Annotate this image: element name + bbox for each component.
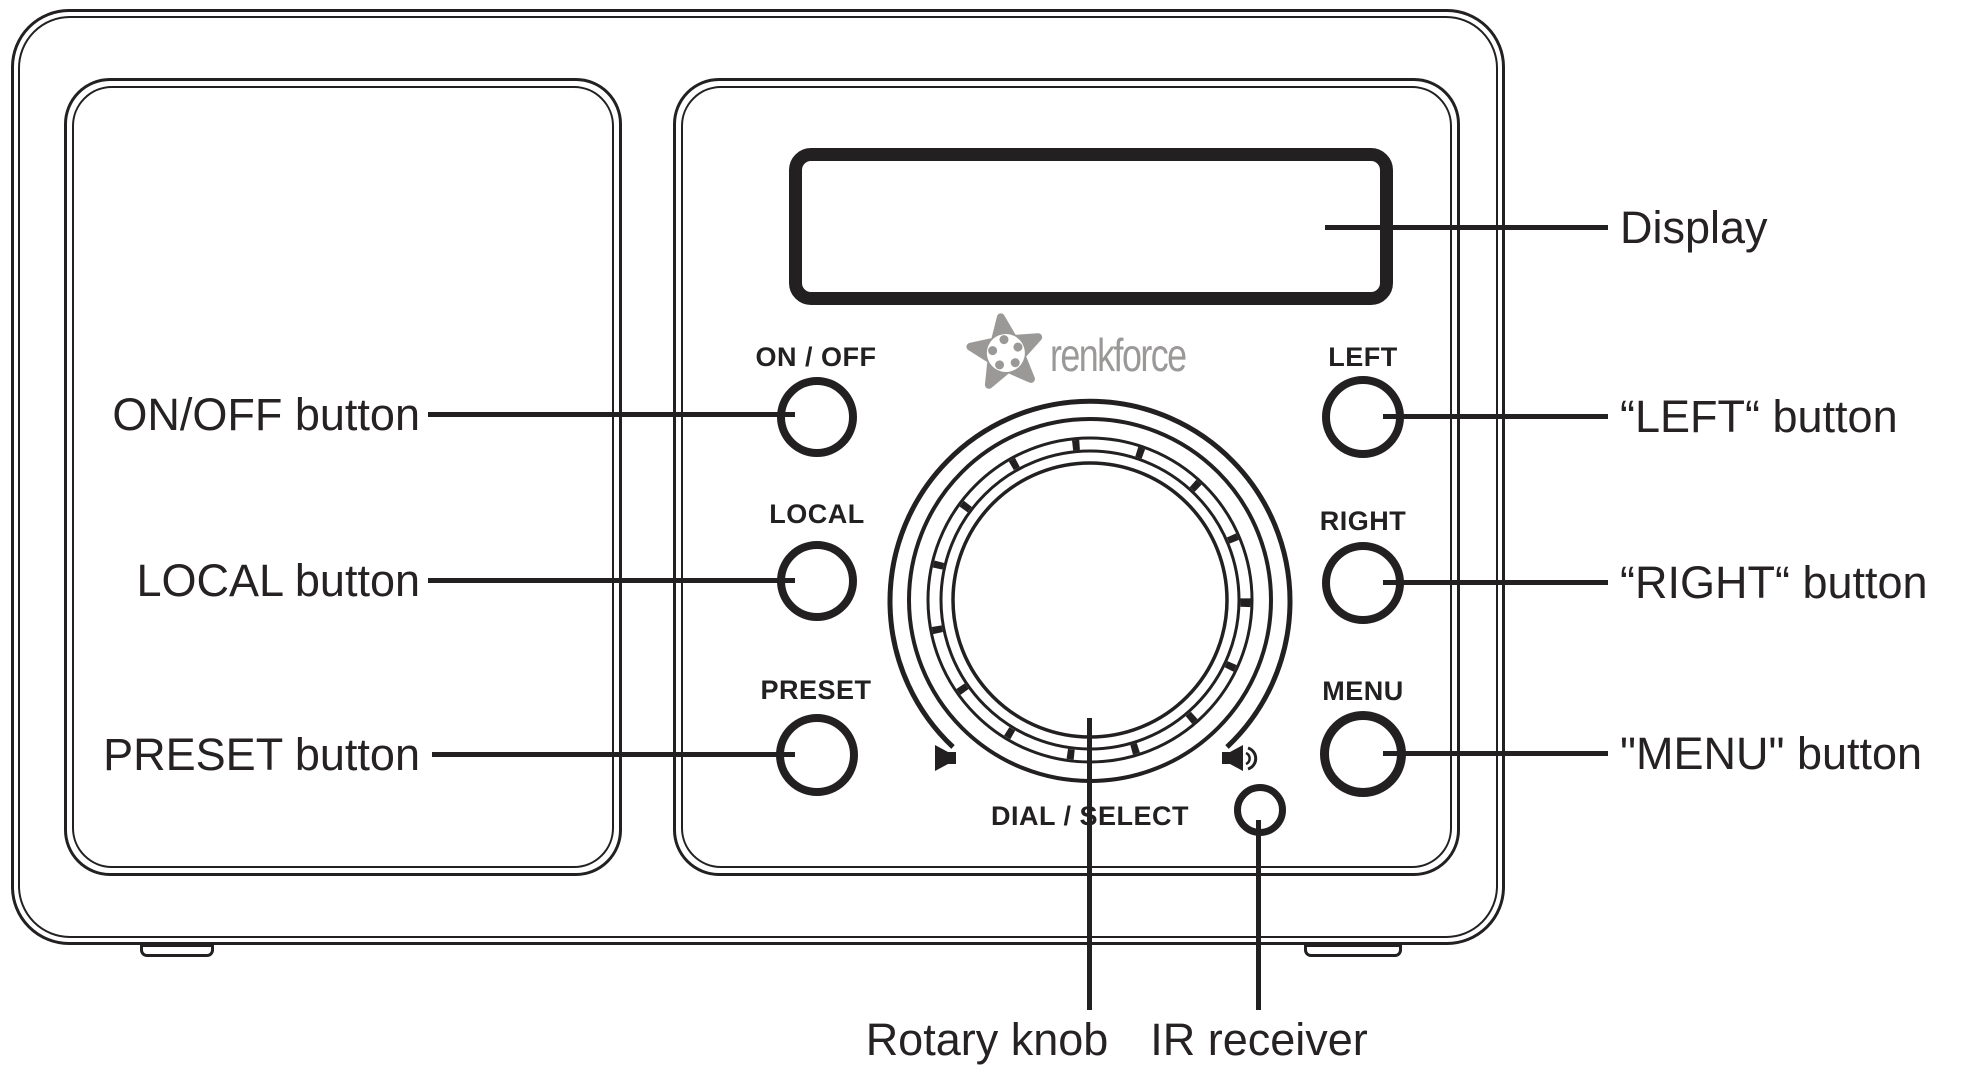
left-caption: LEFT [1328,342,1398,372]
callout-right: “RIGHT“ button [1620,557,1928,608]
local-caption: LOCAL [769,499,865,529]
callout-left: “LEFT“ button [1620,391,1898,442]
callout-display: Display [1620,202,1768,253]
knob-knurl-outer-rail [926,436,1254,764]
left-button[interactable] [1322,376,1404,458]
control-panel-inner [681,86,1452,868]
brand-wordmark: renkforce [1050,329,1187,381]
leader-left [1383,414,1608,419]
right-caption: RIGHT [1319,506,1407,536]
control-panel-outer [673,78,1460,876]
preset-caption: PRESET [760,675,872,705]
callout-ir: IR receiver [1150,1014,1368,1065]
leader-ir [1256,820,1261,1010]
volume-down-icon [935,745,956,771]
callout-rotary: Rotary knob [865,1014,1109,1065]
leader-display [1325,225,1608,230]
speaker-panel-inner [72,86,614,868]
knob-knurl-inner-rail [939,449,1241,751]
leader-rotary [1087,718,1092,1010]
knob-knurl-ticks [929,439,1251,761]
knob-outer-arc [887,398,1293,749]
menu-caption: MENU [1322,676,1404,706]
on-off-caption: ON / OFF [755,342,877,372]
leader-on-off [428,412,795,417]
radio-foot-right [1304,944,1402,957]
callout-menu: "MENU" button [1620,728,1923,779]
leader-right [1383,580,1608,585]
radio-body-outer [11,9,1505,945]
brand-star-icon [966,313,1043,389]
radio-foot-left [140,944,214,957]
callout-on-off: ON/OFF button [112,389,420,440]
radio-body-inner [18,16,1498,938]
on-off-button[interactable] [777,377,857,457]
leader-menu [1383,751,1608,756]
display [789,148,1393,305]
callout-local: LOCAL button [136,555,420,606]
leader-local [428,578,795,583]
volume-up-icon [1222,745,1258,771]
callout-preset: PRESET button [103,729,420,780]
speaker-panel-outer [64,78,622,876]
leader-preset [432,752,795,757]
knob-face [951,461,1229,739]
